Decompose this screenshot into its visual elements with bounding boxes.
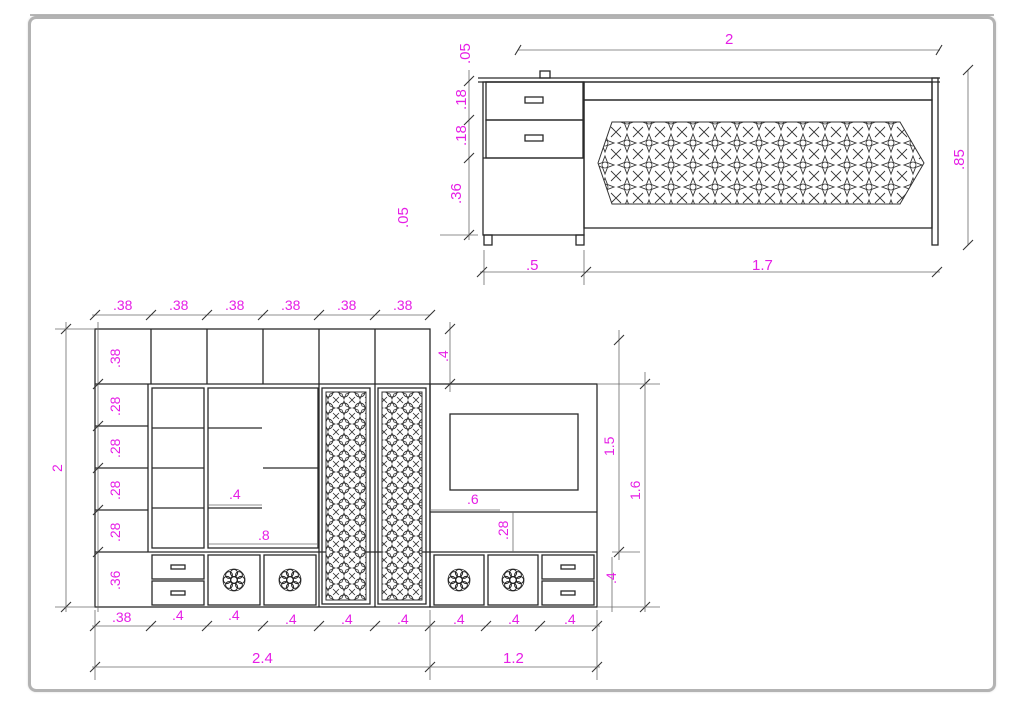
left-width-label: 2.4	[252, 650, 273, 667]
top-row-label: .38	[107, 348, 123, 368]
bottom-col-3-label: .4	[228, 607, 240, 623]
tv-panel-height-label: 1.5	[601, 436, 617, 456]
top-col-6-label: .38	[393, 297, 413, 313]
right-height-label: 1.6	[627, 480, 643, 500]
desk-cabinet-label: .36	[448, 183, 465, 204]
desk-cabinet-width-label: .5	[526, 257, 539, 274]
top-col-4-label: .38	[281, 297, 301, 313]
desk-drawer-2-label: .18	[453, 125, 470, 146]
opening-label: .8	[258, 527, 270, 543]
desk-height-label: .85	[951, 149, 968, 170]
top-divider	[30, 14, 994, 16]
right-bottom-label: .4	[603, 572, 619, 584]
desk-elevation	[478, 70, 940, 246]
top-col-1-label: .38	[113, 297, 133, 313]
top-col-3-label: .38	[225, 297, 245, 313]
bottom-col-8-label: .4	[508, 611, 520, 627]
bottom-col-4-label: .4	[285, 611, 297, 627]
top-col-2-label: .38	[169, 297, 189, 313]
bottom-col-2-label: .4	[172, 607, 184, 623]
bottom-col-1-label: .38	[112, 609, 132, 625]
desk-top-thickness-label: .05	[457, 43, 474, 64]
right-width-label: 1.2	[503, 650, 524, 667]
tv-shelf-label: .28	[495, 520, 511, 540]
desk-dimensions	[440, 44, 974, 285]
desk-drawer-1-label: .18	[453, 89, 470, 110]
wall-unit-dimensions	[55, 309, 660, 680]
shelf-4-label: .28	[107, 522, 123, 542]
bottom-col-6-label: .4	[397, 611, 409, 627]
tv-gap-label: .6	[467, 491, 479, 507]
desk-span-label: 1.7	[752, 257, 773, 274]
right-top-label: .4	[435, 350, 451, 362]
shelf-1-label: .28	[107, 396, 123, 416]
shelf-2-label: .28	[107, 438, 123, 458]
shelf-3-label: .28	[107, 480, 123, 500]
total-height-label: 2	[49, 464, 65, 472]
top-col-5-label: .38	[337, 297, 357, 313]
bottom-col-7-label: .4	[453, 611, 465, 627]
desk-width-label: 2	[725, 31, 733, 48]
bottom-col-5-label: .4	[341, 611, 353, 627]
bottom-col-9-label: .4	[564, 611, 576, 627]
desk-base-label: .05	[395, 207, 412, 228]
wall-unit-elevation	[94, 328, 598, 608]
bottom-row-label: .36	[107, 570, 123, 590]
shelf-depth-label: .4	[229, 486, 241, 502]
wall-unit-labels: .38 .38 .38 .38 .38 .38 .38 .28 .28 .28 …	[49, 297, 643, 667]
desk-labels: 2 .05 .18 .18 .36 .05 .85 .5 1.7	[395, 31, 968, 274]
